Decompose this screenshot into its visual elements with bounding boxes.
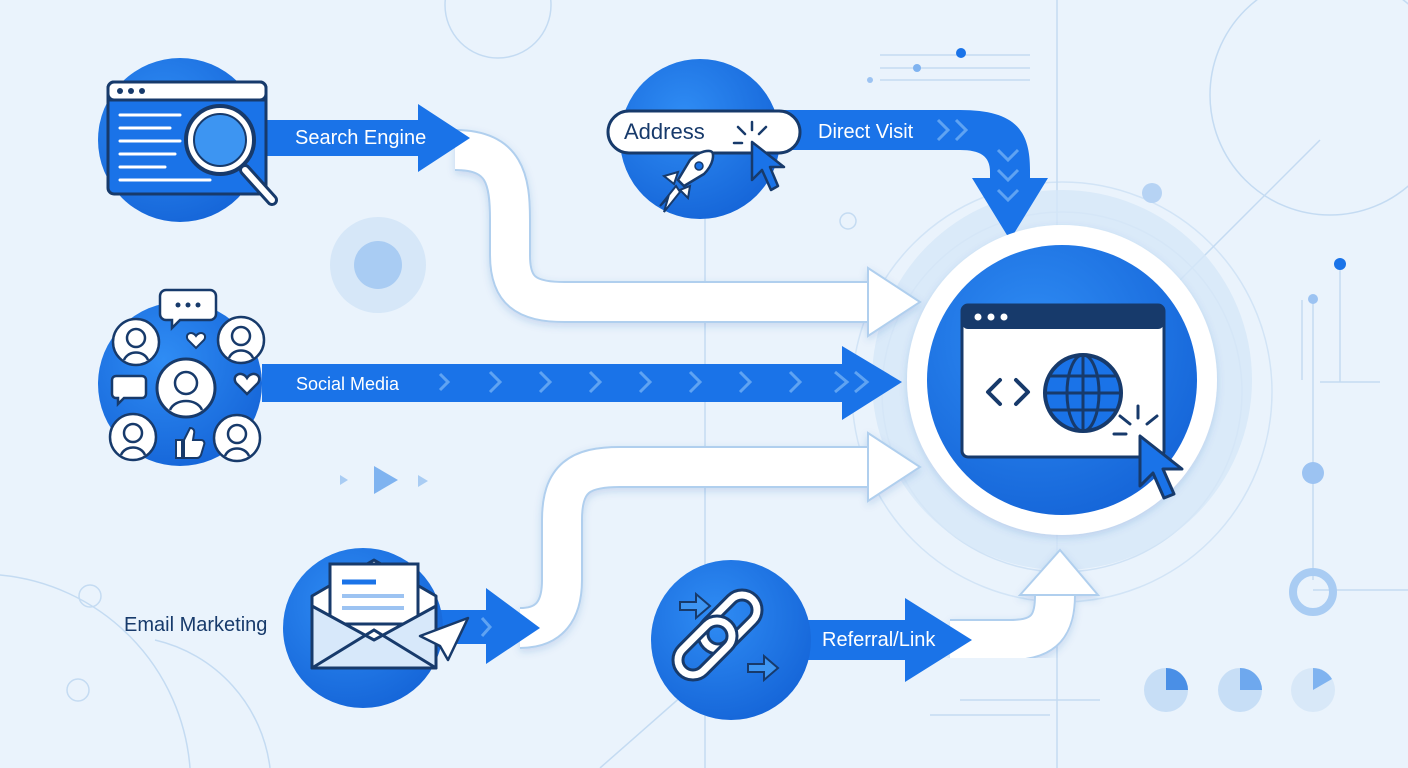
background-dots (330, 48, 1346, 616)
rocket-icon (659, 149, 715, 213)
search-flow-arrow (453, 129, 922, 338)
avatar-person-icon (216, 315, 266, 365)
cursor-click-icon (1112, 404, 1184, 500)
referral-flow-arrow (950, 548, 1101, 661)
direct-visit-label: Direct Visit (818, 121, 914, 143)
email-flow-arrow (518, 431, 922, 649)
heart-icon (186, 332, 206, 350)
address-bar-text: Address (624, 119, 705, 144)
avatar-person-icon (155, 357, 217, 419)
source-email-marketing: Email Marketing (124, 548, 470, 708)
website-globe-cursor-icon (960, 303, 1184, 500)
search-arrow-band (262, 104, 470, 172)
flow-arrows (262, 104, 1101, 682)
chain-link-icon (671, 588, 764, 682)
source-social-media: Social Media (98, 288, 400, 466)
heart-icon (233, 372, 261, 396)
source-referral-link: Referral/Link (651, 560, 936, 720)
source-direct-visit: Address Direct Visit (606, 59, 914, 219)
avatar-person-icon (111, 317, 161, 367)
browser-magnifier-icon (106, 80, 278, 206)
envelope-paper-plane-icon (310, 558, 470, 670)
referral-link-label: Referral/Link (822, 629, 936, 651)
cursor-click-icon (732, 120, 786, 192)
thumbs-up-icon (175, 426, 206, 459)
code-brackets-icon (986, 378, 1030, 406)
arrow-right-icon (679, 591, 712, 621)
avatar-person-icon (108, 412, 158, 462)
source-search-engine: Search Engine (98, 58, 426, 222)
social-arrow-band (262, 346, 902, 420)
arrow-right-icon (747, 653, 780, 683)
paper-plane-icon (418, 616, 470, 662)
email-marketing-label: Email Marketing (124, 614, 267, 636)
social-media-label: Social Media (296, 374, 400, 394)
referral-arrow-band (785, 598, 972, 682)
destination-website (907, 225, 1217, 535)
chat-bubble-icon (110, 374, 148, 408)
direct-arrow-band (775, 110, 1048, 240)
globe-icon (1043, 353, 1123, 433)
email-arrow-band (430, 588, 540, 664)
search-engine-label: Search Engine (295, 127, 426, 149)
avatar-person-icon (212, 413, 262, 463)
people-network-icon (108, 288, 266, 463)
chat-bubble-dots-icon (158, 288, 218, 332)
pie-chart-decoration (1144, 668, 1335, 712)
